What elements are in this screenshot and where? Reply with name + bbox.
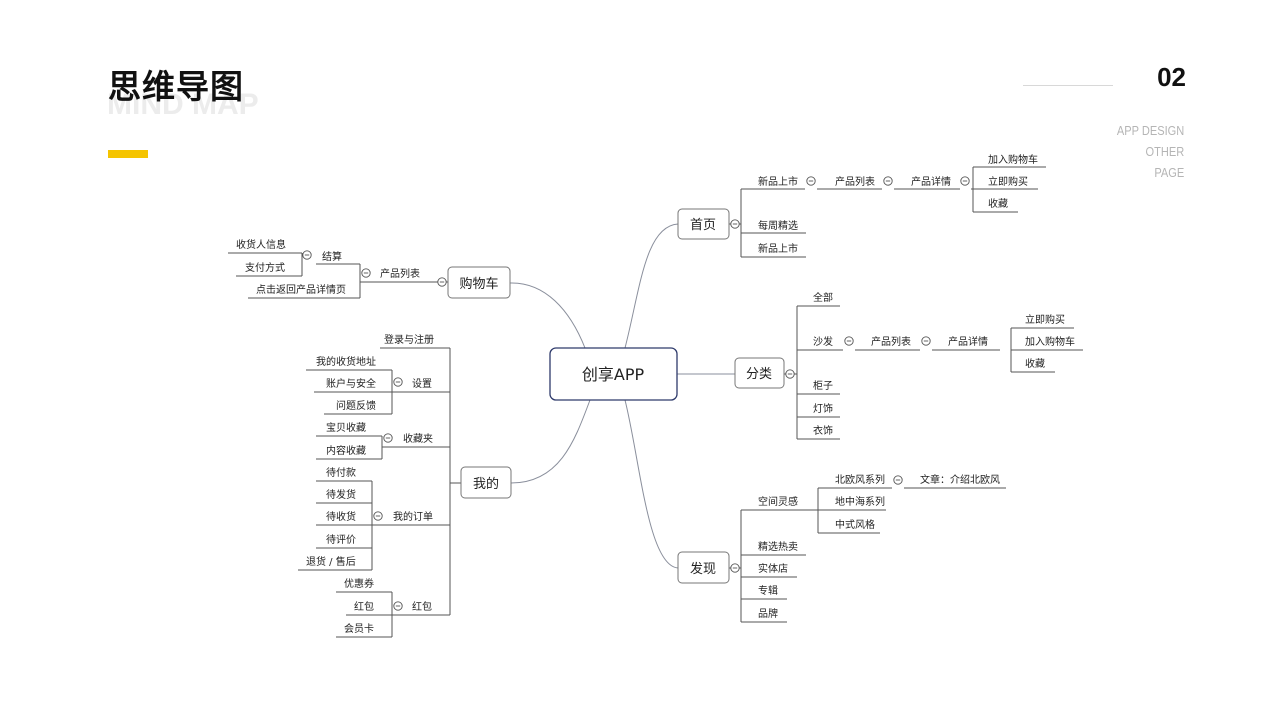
node-label: 支付方式: [245, 261, 285, 274]
collapse-toggle-icon[interactable]: [730, 219, 740, 229]
node-label: 产品列表: [835, 175, 875, 188]
svg-text:购物车: 购物车: [459, 276, 498, 292]
side-caption-line: APP DESIGN: [1116, 123, 1184, 138]
collapse-toggle-icon[interactable]: [373, 511, 383, 521]
node-label: 产品详情: [948, 335, 988, 348]
collapse-toggle-icon[interactable]: [806, 176, 816, 186]
svg-text:首页: 首页: [690, 218, 716, 233]
node-label: 立即购买: [1025, 313, 1065, 326]
node-label: 待评价: [326, 533, 356, 546]
branch-node-category[interactable]: 分类: [734, 357, 785, 389]
collapse-toggle-icon[interactable]: [883, 176, 893, 186]
node-label: 结算: [322, 250, 342, 263]
node-label: 文章：介绍北欧风: [920, 473, 1000, 486]
node-label: 收货人信息: [236, 238, 286, 251]
node-label: 待发货: [326, 488, 356, 501]
node-label: 每周精选: [758, 219, 798, 232]
node-label: 新品上市: [758, 175, 798, 188]
node-label: 中式风格: [835, 518, 875, 531]
node-label: 收藏: [1025, 357, 1045, 370]
node-label: 待收货: [326, 510, 356, 523]
node-label: 收藏: [988, 197, 1008, 210]
node-label: 退货 / 售后: [306, 555, 356, 568]
node-label: 空间灵感: [758, 495, 798, 508]
node-label: 红包: [354, 600, 374, 613]
node-label: 北欧风系列: [835, 473, 885, 486]
node-label: 新品上市: [758, 242, 798, 255]
node-label: 产品列表: [380, 267, 420, 280]
node-label: 衣饰: [813, 424, 833, 437]
node-label: 产品详情: [911, 175, 951, 188]
node-label: 加入购物车: [988, 153, 1038, 166]
node-label: 加入购物车: [1025, 335, 1075, 348]
branch-node-mine[interactable]: 我的: [460, 466, 512, 499]
node-label: 待付款: [326, 466, 356, 479]
node-label: 优惠券: [344, 577, 374, 590]
node-label: 收藏夹: [403, 432, 433, 445]
side-caption-line: OTHER: [1145, 144, 1184, 159]
collapse-toggle-icon[interactable]: [361, 268, 371, 278]
node-label: 地中海系列: [835, 495, 885, 508]
node-label: 内容收藏: [326, 444, 366, 457]
collapse-toggle-icon[interactable]: [437, 277, 447, 287]
collapse-toggle-icon[interactable]: [921, 336, 931, 346]
side-caption-line: PAGE: [1154, 165, 1184, 180]
branch-node-discover[interactable]: 发现: [677, 551, 730, 584]
node-label: 专辑: [758, 584, 778, 597]
collapse-toggle-icon[interactable]: [302, 250, 312, 260]
page-subtitle: MIND MAP: [107, 88, 259, 121]
page-title: 思维导图: [108, 67, 244, 106]
svg-text:我的: 我的: [473, 476, 499, 492]
side-caption: APP DESIGN OTHER PAGE: [1117, 120, 1184, 183]
collapse-toggle-icon[interactable]: [730, 563, 740, 573]
collapse-toggle-icon[interactable]: [785, 369, 795, 379]
node-label: 品牌: [758, 607, 778, 620]
node-label: 宝贝收藏: [326, 421, 366, 434]
collapse-toggle-icon[interactable]: [393, 377, 403, 387]
node-label: 全部: [813, 291, 833, 304]
node-label: 问题反馈: [336, 399, 376, 412]
node-label: 红包: [412, 600, 432, 613]
collapse-toggle-icon[interactable]: [383, 433, 393, 443]
collapse-toggle-icon[interactable]: [393, 601, 403, 611]
svg-text:创享APP: 创享APP: [582, 365, 645, 384]
node-label: 沙发: [813, 335, 833, 348]
node-label: 点击返回产品详情页: [256, 283, 346, 296]
node-label: 实体店: [758, 562, 788, 575]
collapse-toggle-icon[interactable]: [844, 336, 854, 346]
node-label: 灯饰: [813, 402, 833, 415]
branch-node-cart[interactable]: 购物车: [447, 266, 511, 299]
collapse-toggle-icon[interactable]: [960, 176, 970, 186]
node-label: 我的订单: [393, 510, 433, 523]
header-divider: [1023, 85, 1113, 86]
page-number: 02: [1157, 62, 1186, 92]
node-label: 我的收货地址: [316, 355, 376, 368]
node-label: 登录与注册: [384, 333, 434, 346]
branch-node-homepage[interactable]: 首页: [677, 208, 730, 240]
node-label: 产品列表: [871, 335, 911, 348]
root-node[interactable]: 创享APP: [549, 347, 678, 401]
node-label: 会员卡: [344, 622, 374, 635]
node-label: 精选热卖: [758, 540, 798, 553]
svg-text:发现: 发现: [690, 561, 716, 577]
node-label: 设置: [412, 378, 432, 390]
node-label: 账户与安全: [326, 377, 376, 390]
svg-text:分类: 分类: [746, 367, 772, 382]
collapse-toggle-icon[interactable]: [893, 475, 903, 485]
accent-bar: [108, 150, 148, 158]
node-label: 立即购买: [988, 175, 1028, 188]
node-label: 柜子: [813, 379, 833, 392]
